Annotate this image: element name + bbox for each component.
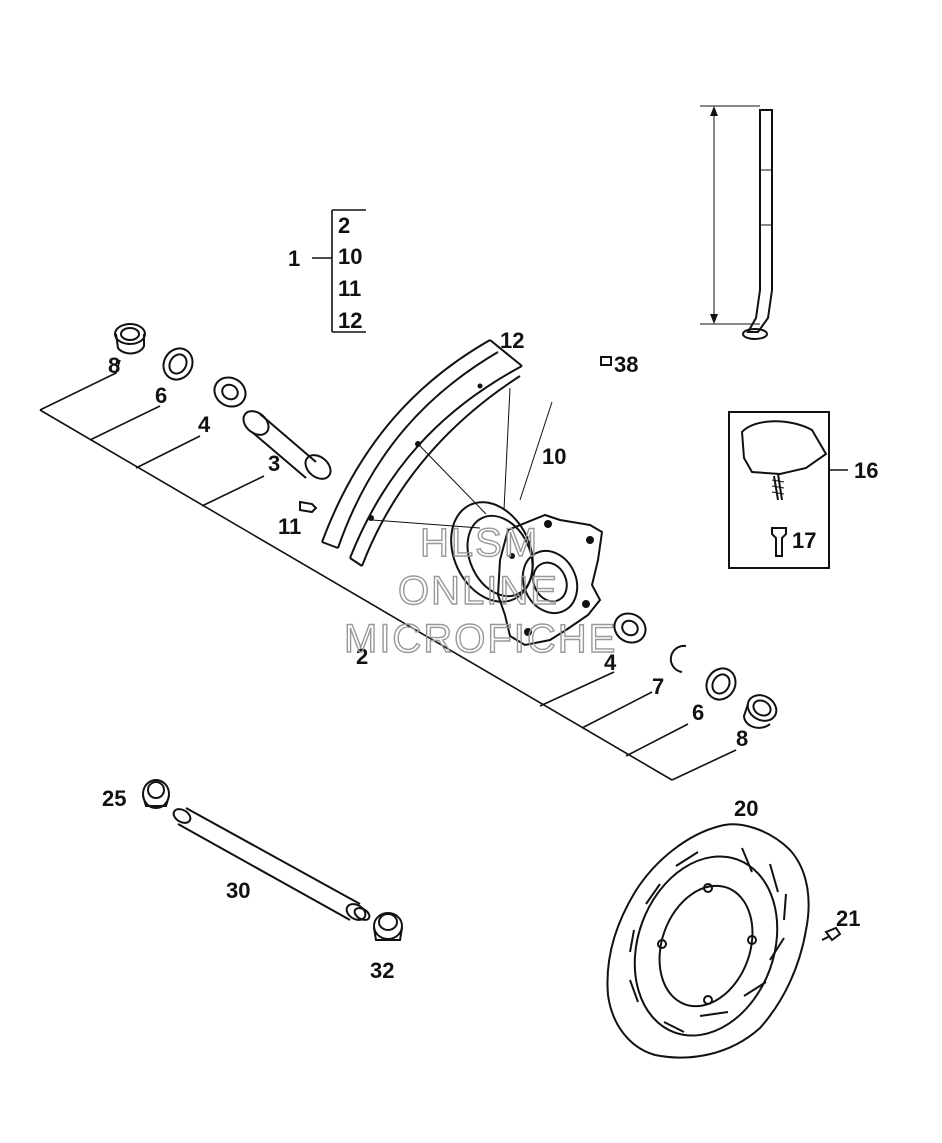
- callout-20[interactable]: 20: [734, 796, 758, 821]
- watermark: HLSM ONLINE MICROFICHE: [343, 520, 617, 661]
- callout-11[interactable]: 11: [278, 514, 301, 539]
- callout-25[interactable]: 25: [102, 786, 126, 811]
- callout-1[interactable]: 1: [288, 246, 300, 271]
- axle-30[interactable]: [171, 806, 371, 923]
- disc-slots: [629, 847, 787, 1033]
- dust-seal-8-right[interactable]: [742, 690, 781, 729]
- callout-32[interactable]: 32: [370, 958, 394, 983]
- callout-17[interactable]: 17: [792, 528, 816, 553]
- callout-16[interactable]: 16: [854, 458, 878, 483]
- callout-6-left[interactable]: 6: [155, 383, 167, 408]
- callout-11-bracket[interactable]: 11: [338, 276, 361, 301]
- circlip-7[interactable]: [669, 644, 687, 673]
- callout-8-right[interactable]: 8: [736, 726, 748, 751]
- callout-12[interactable]: 12: [500, 328, 524, 353]
- spoke-part[interactable]: [700, 105, 773, 340]
- leader-lines-left: [39, 359, 673, 781]
- callout-2-bracket[interactable]: 2: [338, 213, 350, 238]
- nipple-11-part[interactable]: [299, 500, 318, 514]
- leader-lines-right: [539, 671, 737, 781]
- rim-12-part[interactable]: [321, 339, 523, 567]
- brake-disc-20[interactable]: [606, 823, 810, 1059]
- axle-nut-25[interactable]: [142, 779, 170, 809]
- callout-6-right[interactable]: 6: [692, 700, 704, 725]
- callout-38[interactable]: 38: [614, 352, 638, 377]
- axle-nut-32[interactable]: [373, 912, 403, 941]
- callout-4-right[interactable]: 4: [604, 650, 617, 675]
- watermark-line-3: MICROFICHE: [344, 617, 617, 661]
- cap-38-part[interactable]: [600, 356, 612, 366]
- callout-10-bracket[interactable]: 10: [338, 244, 362, 269]
- watermark-line-2: ONLINE: [398, 569, 559, 613]
- wheel-hub-2[interactable]: [436, 489, 604, 647]
- callout-4-left[interactable]: 4: [198, 412, 211, 437]
- callout-30[interactable]: 30: [226, 878, 250, 903]
- callout-12-bracket[interactable]: 12: [338, 308, 362, 333]
- watermark-line-1: HLSM: [420, 521, 539, 565]
- callout-7[interactable]: 7: [652, 674, 664, 699]
- spokes-10-part[interactable]: [371, 387, 553, 529]
- assembly-bracket: [312, 209, 366, 333]
- callout-10[interactable]: 10: [542, 444, 566, 469]
- bearing-4-left[interactable]: [209, 372, 251, 412]
- callout-3[interactable]: 3: [268, 451, 280, 476]
- callout-2[interactable]: 2: [356, 644, 368, 669]
- valve-kit-box[interactable]: [728, 411, 848, 569]
- callout-21[interactable]: 21: [836, 906, 860, 931]
- shaft-seal-6-left[interactable]: [158, 343, 198, 385]
- spacer-3[interactable]: [239, 406, 335, 483]
- disc-screw-21[interactable]: [821, 926, 842, 942]
- shaft-seal-6-right[interactable]: [701, 663, 741, 705]
- bearing-4-right[interactable]: [609, 608, 651, 648]
- dust-seal-8-left[interactable]: [114, 323, 146, 355]
